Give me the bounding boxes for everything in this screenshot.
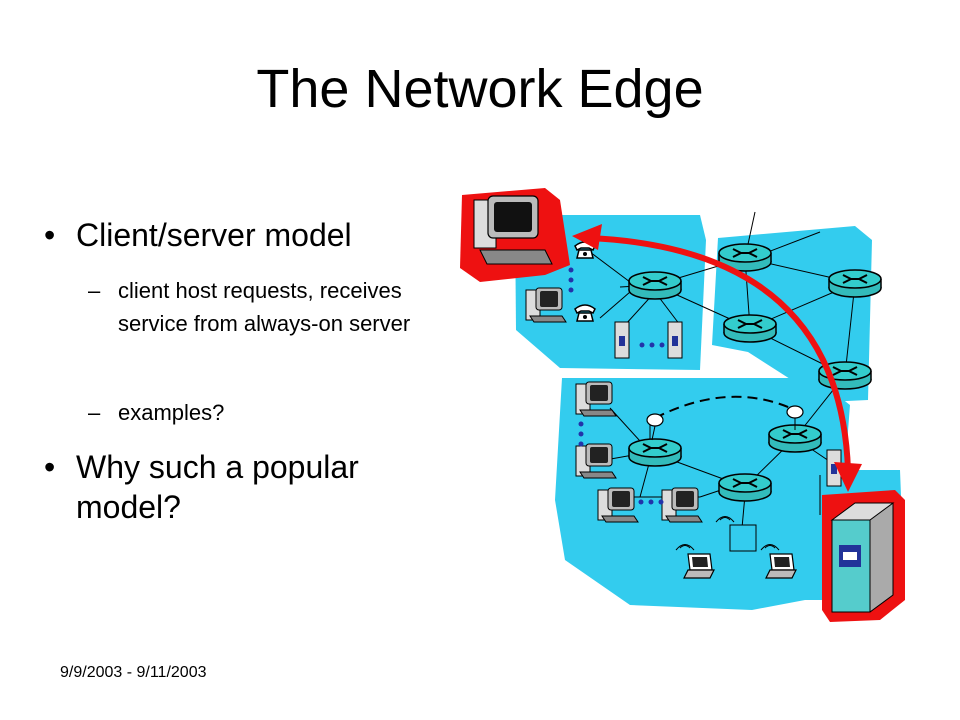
router-icon	[723, 314, 777, 343]
slide-footer-date: 9/9/2003 - 9/11/2003	[60, 664, 207, 681]
desktop-host-icon	[575, 381, 617, 417]
sub-bullet-marker: –	[88, 400, 101, 425]
desktop-host-icon	[597, 487, 639, 523]
client-server-arrow	[572, 224, 862, 492]
bullet-text: Client/server model	[76, 217, 352, 253]
satellite-dish-icon	[646, 413, 664, 441]
desktop-host-icon	[661, 487, 703, 523]
wireless-signal-icon	[675, 516, 780, 551]
server-rack-icon	[614, 321, 630, 359]
router-icon	[718, 473, 772, 502]
sub-bullet-text: examples?	[118, 400, 225, 425]
desktop-host-icon	[575, 443, 617, 479]
bullet-marker: •	[44, 217, 56, 253]
satellite-dish-icon	[786, 405, 804, 430]
sub-bullet-marker: –	[88, 278, 101, 303]
server-icon	[822, 490, 905, 622]
ellipsis-dots	[568, 267, 574, 293]
ellipsis-dots	[638, 499, 664, 505]
base-station-icon	[729, 524, 757, 552]
router-icon	[628, 438, 682, 467]
bullet-text: Why such a popular model?	[76, 449, 359, 525]
ellipsis-dots	[578, 421, 584, 447]
desktop-host-icon	[525, 287, 567, 323]
sub-bullet-text: client host requests, receives service f…	[118, 278, 411, 336]
bullet-marker: •	[44, 449, 56, 485]
slide-title: The Network Edge	[256, 59, 704, 119]
ellipsis-dots	[639, 342, 665, 348]
server-rack-icon	[667, 321, 683, 359]
satellite-link	[654, 395, 796, 419]
router-icon	[828, 269, 882, 298]
router-icon	[628, 271, 682, 300]
phone-icon	[574, 304, 596, 322]
client-host-icon	[460, 188, 570, 282]
